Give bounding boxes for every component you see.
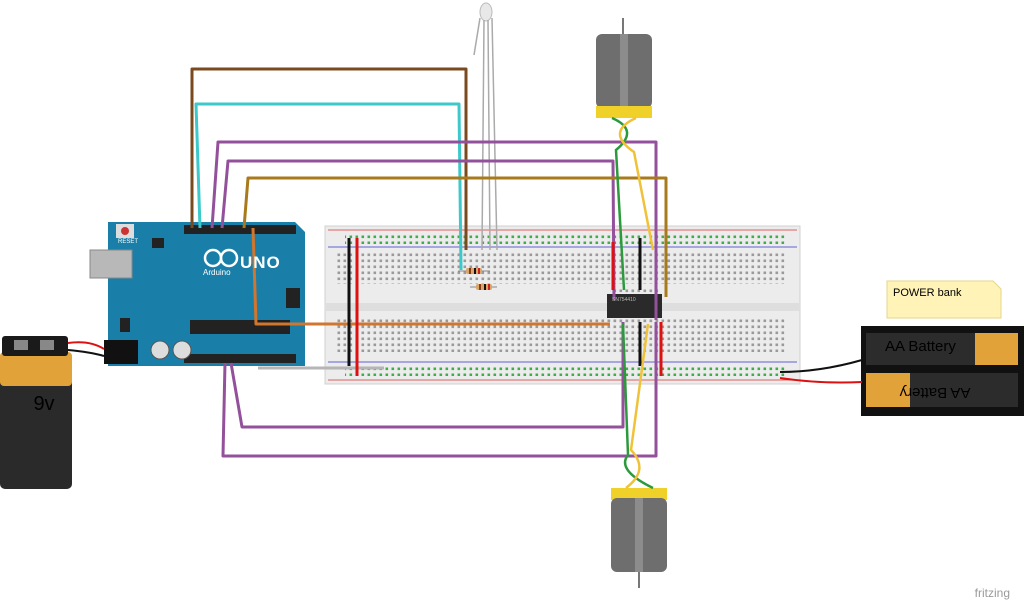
arduino-uno-board <box>89 222 305 366</box>
aa-battery-label-top: AA Battery <box>885 338 956 355</box>
power-bank-note <box>886 280 1002 319</box>
aa-battery-label-bottom: AA Battery <box>899 384 971 401</box>
wire-purple-1 <box>210 140 658 320</box>
wire-purple-3 <box>229 322 625 429</box>
battery-pack-wire-red <box>779 377 863 384</box>
motor-bottom-wire-yellow <box>625 323 650 489</box>
battery-pack-wire-black <box>779 359 863 373</box>
wire-orange <box>251 227 610 326</box>
motor-top-wire-yellow <box>618 116 655 251</box>
board-brand-label: Arduino <box>203 268 231 277</box>
wire-purple-4 <box>221 322 658 458</box>
aa-battery-pack <box>861 326 1024 416</box>
wire-cyan <box>194 102 463 271</box>
motor-top-wire-green <box>611 116 629 291</box>
motor-top <box>596 18 652 118</box>
wire-olive <box>242 176 668 297</box>
battery-9v-wire-red <box>67 341 105 350</box>
ic-chip-label: SN754410 <box>612 297 636 303</box>
wire-purple-2 <box>220 159 616 301</box>
fritzing-watermark: fritzing <box>974 586 1010 600</box>
motor-bottom-wire-green <box>621 323 654 490</box>
breadboard <box>324 225 801 385</box>
reset-button-label: RESET <box>118 239 139 245</box>
motor-driver-ic <box>607 288 662 324</box>
resistor-1 <box>458 268 490 274</box>
rgb-led <box>473 2 498 251</box>
power-bank-note-text: POWER bank <box>893 287 962 299</box>
battery-9v-wire-black <box>67 349 105 357</box>
battery-9v-label: 9v <box>33 393 55 415</box>
board-model-label: UNO <box>240 253 281 272</box>
battery-9v <box>0 336 72 489</box>
resistor-2 <box>470 284 497 290</box>
motor-bottom <box>611 488 667 588</box>
